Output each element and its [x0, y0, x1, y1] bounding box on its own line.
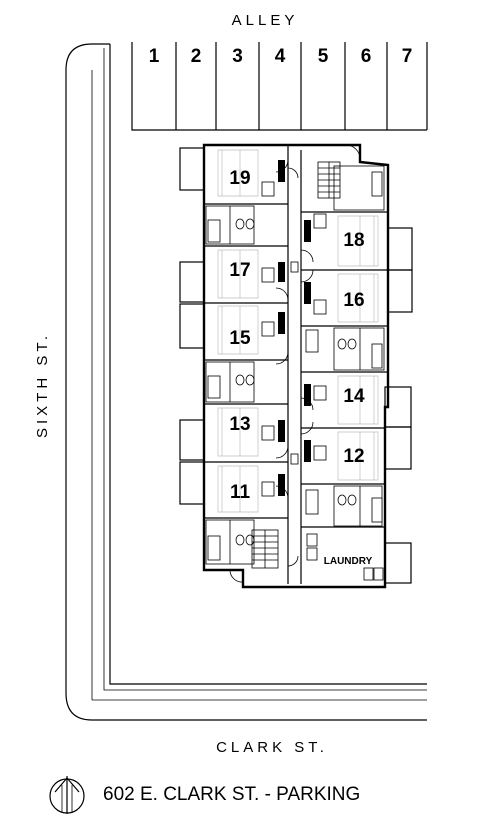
door-swings: [229, 144, 361, 583]
balcony-left-5: [179, 461, 205, 505]
parking-stall-1-label: 1: [149, 46, 160, 67]
unit-14-label: 14: [343, 386, 365, 407]
bath-fixtures: [207, 171, 383, 561]
building: 19 17 15 13 11 18 16 14 12 LAUNDRY: [179, 143, 413, 589]
stairs-south: [251, 529, 279, 569]
right-bath-partitions: [333, 165, 385, 527]
parking-stall-6-label: 6: [361, 46, 372, 67]
sidewalk-edge: [103, 48, 427, 691]
unit-11-label: 11: [230, 482, 251, 503]
kitchen-fixtures: [261, 160, 327, 497]
parking-stall-4-label: 4: [275, 46, 286, 67]
unit-13-label: 13: [229, 414, 250, 435]
balcony-right-4: [384, 426, 412, 470]
outer-curb: [65, 43, 427, 721]
alley-label: ALLEY: [232, 12, 299, 29]
laundry-machines: [306, 533, 384, 581]
curb-lines: [65, 43, 427, 721]
balcony-right-1: [387, 227, 413, 271]
right-wing-dividers: [301, 211, 388, 528]
parking-stall-5-label: 5: [318, 46, 329, 67]
sixth-street-label: SIXTH ST.: [34, 332, 51, 438]
unit-16-label: 16: [343, 290, 364, 311]
parking-strip: 1 2 3 4 5 6 7: [131, 42, 428, 131]
parking-stall-3-label: 3: [232, 46, 243, 67]
caption-title: 602 E. CLARK ST. - PARKING: [103, 784, 360, 805]
parking-stall-2-label: 2: [191, 46, 202, 67]
stairs-north: [317, 161, 341, 199]
unit-18-label: 18: [343, 230, 364, 251]
left-wing-dividers: [204, 203, 288, 519]
furniture-hatching: [217, 149, 379, 513]
inner-sidewalk: [109, 44, 427, 685]
unit-19-label: 19: [229, 168, 250, 189]
unit-12-label: 12: [343, 446, 364, 467]
parking-stall-7-label: 7: [402, 46, 413, 67]
balcony-right-2: [387, 269, 413, 313]
clark-street-label: CLARK ST.: [216, 739, 328, 756]
laundry-label: LAUNDRY: [324, 556, 373, 567]
balcony-left-4: [179, 419, 205, 461]
balcony-left-2: [179, 261, 205, 303]
balcony-left-3: [179, 303, 205, 349]
north-arrow-icon: [49, 776, 85, 814]
balcony-right-5: [384, 542, 412, 584]
parking-strip-outline: [131, 42, 427, 131]
corridor-markers: [290, 261, 299, 465]
balcony-left-1: [179, 147, 205, 191]
unit-15-label: 15: [229, 328, 251, 349]
unit-17-label: 17: [229, 260, 250, 281]
